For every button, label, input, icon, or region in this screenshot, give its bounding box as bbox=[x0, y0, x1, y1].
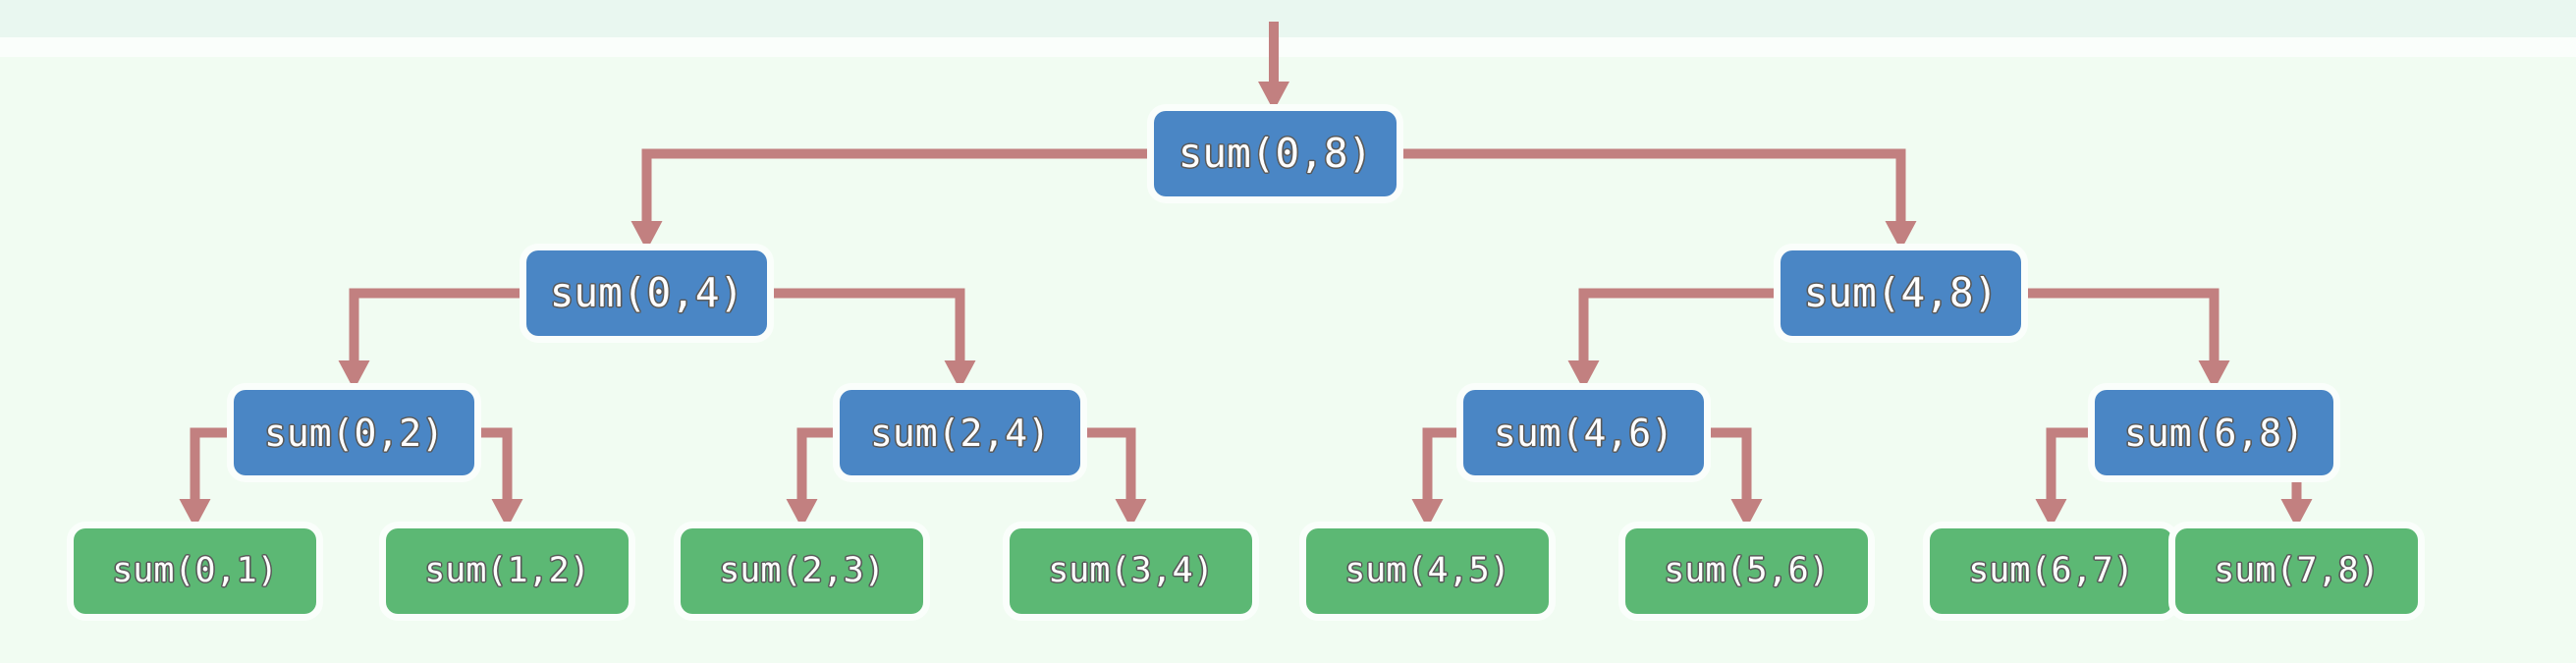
tree-node-label: sum(6,8) bbox=[2123, 411, 2305, 455]
tree-node-n1_2[interactable]: sum(1,2) bbox=[386, 528, 629, 614]
tree-node-n0_8[interactable]: sum(0,8) bbox=[1154, 111, 1397, 196]
tree-node-n4_6[interactable]: sum(4,6) bbox=[1463, 390, 1704, 475]
tree-node-label: sum(7,8) bbox=[2214, 551, 2380, 590]
tree-node-n0_2[interactable]: sum(0,2) bbox=[234, 390, 474, 475]
tree-node-label: sum(0,4) bbox=[549, 269, 744, 316]
tree-node-n0_4[interactable]: sum(0,4) bbox=[526, 250, 767, 336]
tree-node-n2_3[interactable]: sum(2,3) bbox=[681, 528, 923, 614]
background-band-top bbox=[0, 0, 2576, 37]
tree-node-label: sum(0,8) bbox=[1178, 130, 1373, 177]
tree-node-label: sum(5,6) bbox=[1664, 551, 1830, 590]
tree-node-label: sum(3,4) bbox=[1048, 551, 1214, 590]
tree-node-label: sum(0,2) bbox=[263, 411, 445, 455]
tree-node-n6_8[interactable]: sum(6,8) bbox=[2095, 390, 2333, 475]
tree-node-n0_1[interactable]: sum(0,1) bbox=[74, 528, 316, 614]
background-band-white bbox=[0, 37, 2576, 57]
tree-node-label: sum(2,3) bbox=[719, 551, 885, 590]
tree-node-label: sum(2,4) bbox=[869, 411, 1051, 455]
tree-node-label: sum(4,8) bbox=[1803, 269, 1999, 316]
tree-node-n3_4[interactable]: sum(3,4) bbox=[1010, 528, 1252, 614]
tree-node-n2_4[interactable]: sum(2,4) bbox=[840, 390, 1080, 475]
tree-node-label: sum(4,5) bbox=[1344, 551, 1510, 590]
tree-node-n7_8[interactable]: sum(7,8) bbox=[2175, 528, 2418, 614]
tree-node-n4_5[interactable]: sum(4,5) bbox=[1306, 528, 1549, 614]
tree-node-label: sum(0,1) bbox=[112, 551, 278, 590]
tree-node-label: sum(6,7) bbox=[1968, 551, 2134, 590]
tree-node-n4_8[interactable]: sum(4,8) bbox=[1781, 250, 2021, 336]
tree-node-n6_7[interactable]: sum(6,7) bbox=[1930, 528, 2172, 614]
tree-node-label: sum(4,6) bbox=[1493, 411, 1674, 455]
tree-node-label: sum(1,2) bbox=[424, 551, 590, 590]
tree-node-n5_6[interactable]: sum(5,6) bbox=[1625, 528, 1868, 614]
